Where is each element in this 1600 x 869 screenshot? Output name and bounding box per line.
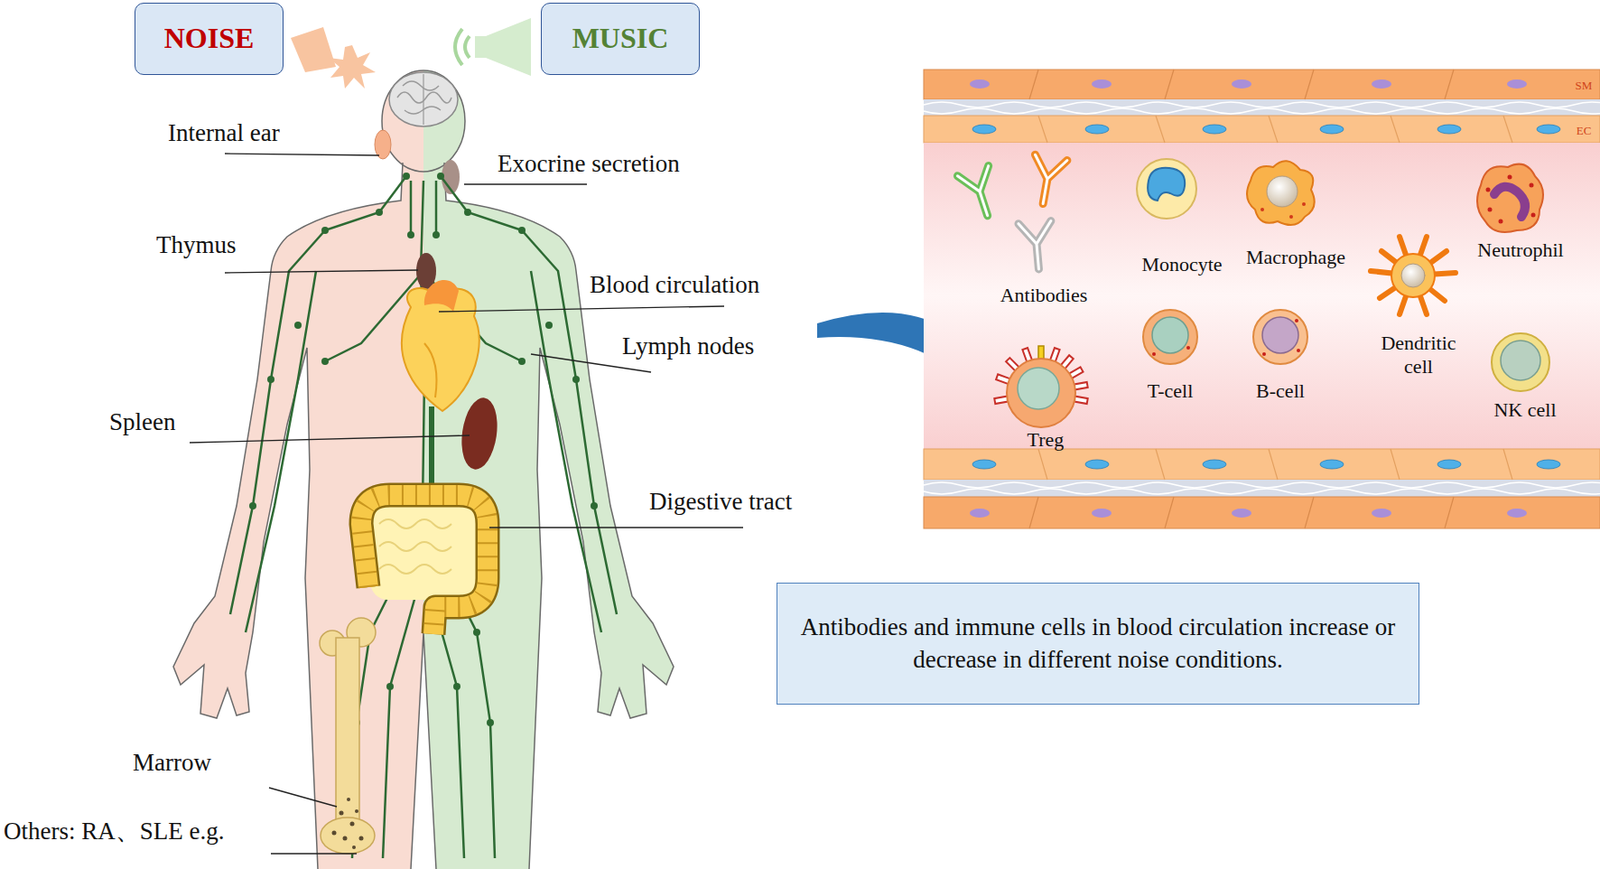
part-label: Spleen <box>109 407 177 437</box>
part-label: Internal ear <box>167 118 280 148</box>
cell-label: Treg <box>1027 427 1065 452</box>
part-label: Lymph nodes <box>622 331 754 361</box>
brain <box>389 72 458 127</box>
inner-ear <box>374 130 391 159</box>
lymph-vessels <box>230 176 617 858</box>
part-label: Digestive tract <box>649 486 792 516</box>
note-label: Others: RA、SLE e.g. <box>3 816 224 846</box>
cell-label: Antibodies <box>1000 283 1089 307</box>
treg-cell <box>994 345 1088 428</box>
layer-label: SM <box>1575 78 1593 94</box>
femur-bone <box>319 617 376 854</box>
layer-label: EC <box>1576 123 1592 139</box>
cell-label: T-cell <box>1147 379 1194 403</box>
caption-box: Antibodies and immune cells in blood cir… <box>776 582 1420 705</box>
b-cell <box>1253 309 1308 364</box>
cell-label: B-cell <box>1255 379 1305 403</box>
macrophage <box>1246 160 1315 225</box>
t-cell <box>1143 309 1198 364</box>
box-text: Antibodies and immune cells in blood cir… <box>790 611 1406 675</box>
thymus <box>416 252 437 289</box>
part-label: Exocrine secretion <box>497 148 680 178</box>
neutrophil <box>1477 164 1544 233</box>
part-label: Marrow <box>132 747 212 777</box>
music-speaker <box>455 18 531 76</box>
intestines <box>361 494 488 634</box>
box-text: MUSIC <box>572 19 670 58</box>
heart <box>401 279 480 511</box>
lymph-node-dots <box>249 172 598 726</box>
part-label: Thymus <box>156 230 237 260</box>
part-label: Blood circulation <box>589 269 760 299</box>
nk-cell <box>1491 333 1550 391</box>
body-silhouette <box>173 70 674 869</box>
monocyte <box>1136 158 1197 219</box>
cell-label: Macrophage <box>1246 245 1346 270</box>
spleen <box>457 395 503 473</box>
box-text: NOISE <box>164 19 255 58</box>
noise-box: NOISE <box>134 2 284 75</box>
dendritic-cell <box>1370 236 1456 315</box>
cell-label: Neutrophil <box>1477 238 1563 262</box>
music-box: MUSIC <box>540 2 700 75</box>
noise-speaker <box>290 27 376 89</box>
marrow-spots <box>332 797 364 849</box>
blood-vessel <box>923 69 1600 529</box>
cell-label: Dendritic cell <box>1368 331 1469 380</box>
cell-label: NK cell <box>1493 398 1556 422</box>
antibodies <box>957 154 1067 270</box>
cell-label: Monocyte <box>1141 252 1222 277</box>
